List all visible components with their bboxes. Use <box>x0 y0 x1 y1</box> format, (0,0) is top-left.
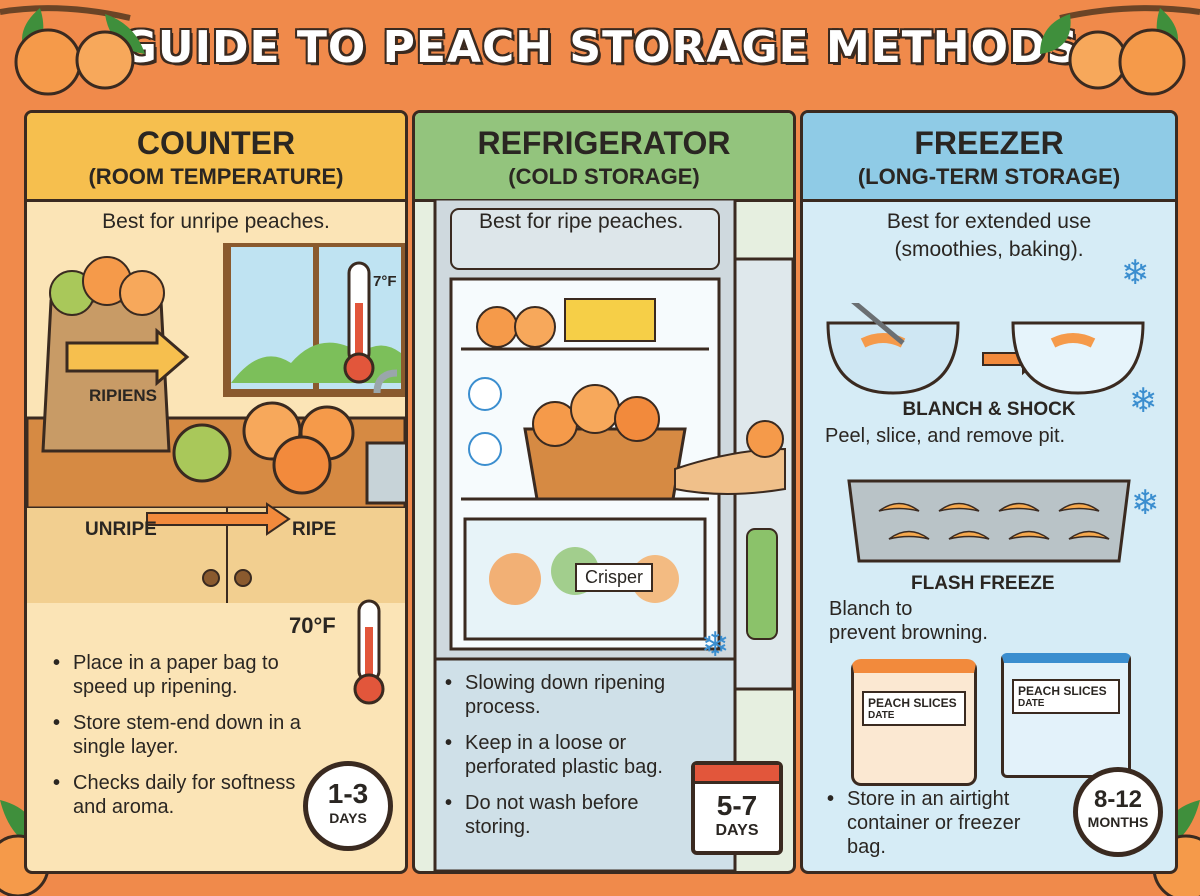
fridge-tips-list: Slowing down ripening process. Keep in a… <box>445 671 707 851</box>
freezer-bag-icon: PEACH SLICES DATE <box>1001 653 1131 778</box>
counter-timer-badge: 1-3 DAYS <box>303 761 393 851</box>
fridge-panel: REFRIGERATOR (COLD STORAGE) Best for rip <box>412 110 796 874</box>
snowflake-icon: ❄ <box>1121 254 1150 292</box>
flash-freeze-title: FLASH FREEZE <box>911 573 1055 594</box>
fridge-intro: Best for ripe peaches. <box>479 210 684 233</box>
freezer-timer-badge: 8-12 MONTHS <box>1073 767 1163 857</box>
flash-freeze-text-line-1: Blanch to <box>829 598 913 620</box>
fridge-header: REFRIGERATOR (COLD STORAGE) <box>415 113 793 202</box>
unripe-label: UNRIPE <box>85 519 157 540</box>
timer-value: 1-3 <box>327 778 369 809</box>
list-item: Store stem-end down in a single layer. <box>53 711 323 759</box>
timer-value: 8-12 <box>1093 786 1143 813</box>
list-item: Place in a paper bag to speed up ripenin… <box>53 651 323 699</box>
thermometer-icon <box>353 599 385 705</box>
peach-branch-top-right-icon <box>1040 5 1200 96</box>
freezer-intro: Best for extended use (smoothies, baking… <box>803 208 1175 264</box>
list-item: Store in an airtight container or freeze… <box>827 787 1063 859</box>
snowflake-icon: ❄ <box>1129 382 1158 420</box>
list-item: Checks daily for softness and aroma. <box>53 771 323 819</box>
calendar-top-icon <box>695 765 779 784</box>
blanch-bowls-icon <box>826 303 1145 395</box>
temperature-label: 70°F <box>289 613 336 638</box>
flash-freeze-text-line-2: prevent browning. <box>829 622 988 644</box>
freezer-intro-line-2: (smoothies, baking). <box>894 238 1084 261</box>
timer-unit: MONTHS <box>1087 814 1149 830</box>
kitchen-counter-scene-icon <box>27 243 405 603</box>
snowflake-icon: ❄ <box>701 626 730 664</box>
calendar-unit: DAYS <box>715 822 759 839</box>
blanch-shock-text: Peel, slice, and remove pit. <box>825 425 1066 447</box>
counter-intro: Best for unripe peaches. <box>102 210 330 233</box>
crisper-label: Crisper <box>575 563 654 592</box>
snowflake-icon: ❄ <box>1131 484 1160 522</box>
list-item: Slowing down ripening process. <box>445 671 707 719</box>
container-label-title: PEACH SLICES <box>868 696 957 710</box>
baking-tray-icon <box>847 479 1131 563</box>
bag-label-date: DATE <box>1018 698 1045 709</box>
freezer-tips-list: Store in an airtight container or freeze… <box>827 787 1063 871</box>
list-item: Do not wash before storing. <box>445 791 707 839</box>
peach-branch-top-left-icon <box>0 5 145 96</box>
counter-tips-list: Place in a paper bag to speed up ripenin… <box>53 651 323 831</box>
page-title: GUIDE TO PEACH STORAGE METHODS <box>120 22 1080 73</box>
calendar-value: 5-7 <box>716 790 758 821</box>
fridge-calendar-badge: 5-7 DAYS <box>691 761 783 855</box>
container-label: PEACH SLICES DATE <box>862 691 966 726</box>
counter-subheading: (ROOM TEMPERATURE) <box>88 164 344 189</box>
timer-unit: DAYS <box>329 810 367 826</box>
freezer-panel: FREEZER (LONG-TERM STORAGE) Best for ext… <box>800 110 1178 874</box>
fridge-subheading: (COLD STORAGE) <box>508 164 700 189</box>
thermometer-small-label: 7°F <box>373 273 397 290</box>
blanch-shock-title: BLANCH & SHOCK <box>902 399 1076 420</box>
storage-container-icon: PEACH SLICES DATE <box>851 659 977 786</box>
bag-label: PEACH SLICES DATE <box>1012 679 1120 714</box>
freezer-heading: FREEZER <box>914 125 1064 161</box>
bag-label: RIPIENS <box>89 386 158 405</box>
flash-freeze-text: Blanch to prevent browning. <box>829 597 988 645</box>
counter-panel: COUNTER (ROOM TEMPERATURE) Best for unri… <box>24 110 408 874</box>
container-label-date: DATE <box>868 710 895 721</box>
list-item: Keep in a loose or perforated plastic ba… <box>445 731 707 779</box>
counter-heading: COUNTER <box>136 125 296 161</box>
freezer-subheading: (LONG-TERM STORAGE) <box>857 164 1121 189</box>
fridge-heading: REFRIGERATOR <box>477 125 731 161</box>
freezer-header: FREEZER (LONG-TERM STORAGE) <box>803 113 1175 202</box>
bag-label-title: PEACH SLICES <box>1018 684 1107 698</box>
ripe-label: RIPE <box>292 519 337 540</box>
freezer-intro-line-1: Best for extended use <box>886 210 1092 233</box>
counter-header: COUNTER (ROOM TEMPERATURE) <box>27 113 405 202</box>
